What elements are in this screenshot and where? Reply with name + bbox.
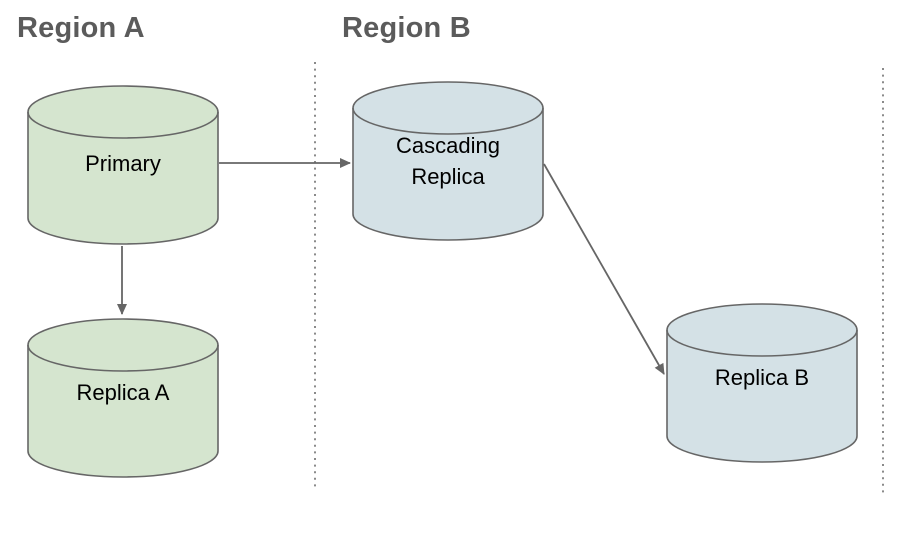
cylinder-rim [352,107,544,135]
node-replica-b-label: Replica B [714,364,810,390]
cylinder-rim [27,344,219,372]
node-primary-label: Primary [85,150,161,176]
cylinder-body [666,303,858,463]
database-cylinder-icon [666,303,858,463]
region-b-title: Region B [342,12,471,44]
cylinder-rim [666,329,858,357]
cylinder-body [27,318,219,478]
node-replica-b: Replica B [666,303,858,463]
database-cylinder-icon [27,85,219,245]
edge-cascading-replica-to-replica-b [543,163,665,375]
region-a-title: Region A [17,12,145,44]
cylinder-rim [27,111,219,139]
database-cylinder-icon [27,318,219,478]
database-cylinder-icon [352,81,544,241]
node-replica-a-label: Replica A [76,379,170,405]
node-cascading-replica-label: Cascading Replica [396,133,500,189]
cylinder-body [27,85,219,245]
cylinder-body [352,81,544,241]
node-replica-a: Replica A [27,318,219,478]
node-primary: Primary [27,85,219,245]
node-cascading-replica: Cascading Replica [352,81,544,241]
